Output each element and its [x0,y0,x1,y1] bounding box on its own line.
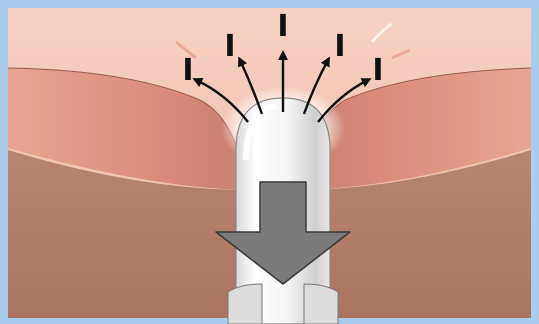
ion-label-3: I [277,9,288,44]
probe-flare-left [228,284,262,324]
ion-label-1: I [182,53,193,88]
ion-label-4: I [334,29,345,64]
ion-label-2: I [224,29,235,64]
probe-flare-right [304,284,338,324]
ion-label-5: I [372,53,383,88]
